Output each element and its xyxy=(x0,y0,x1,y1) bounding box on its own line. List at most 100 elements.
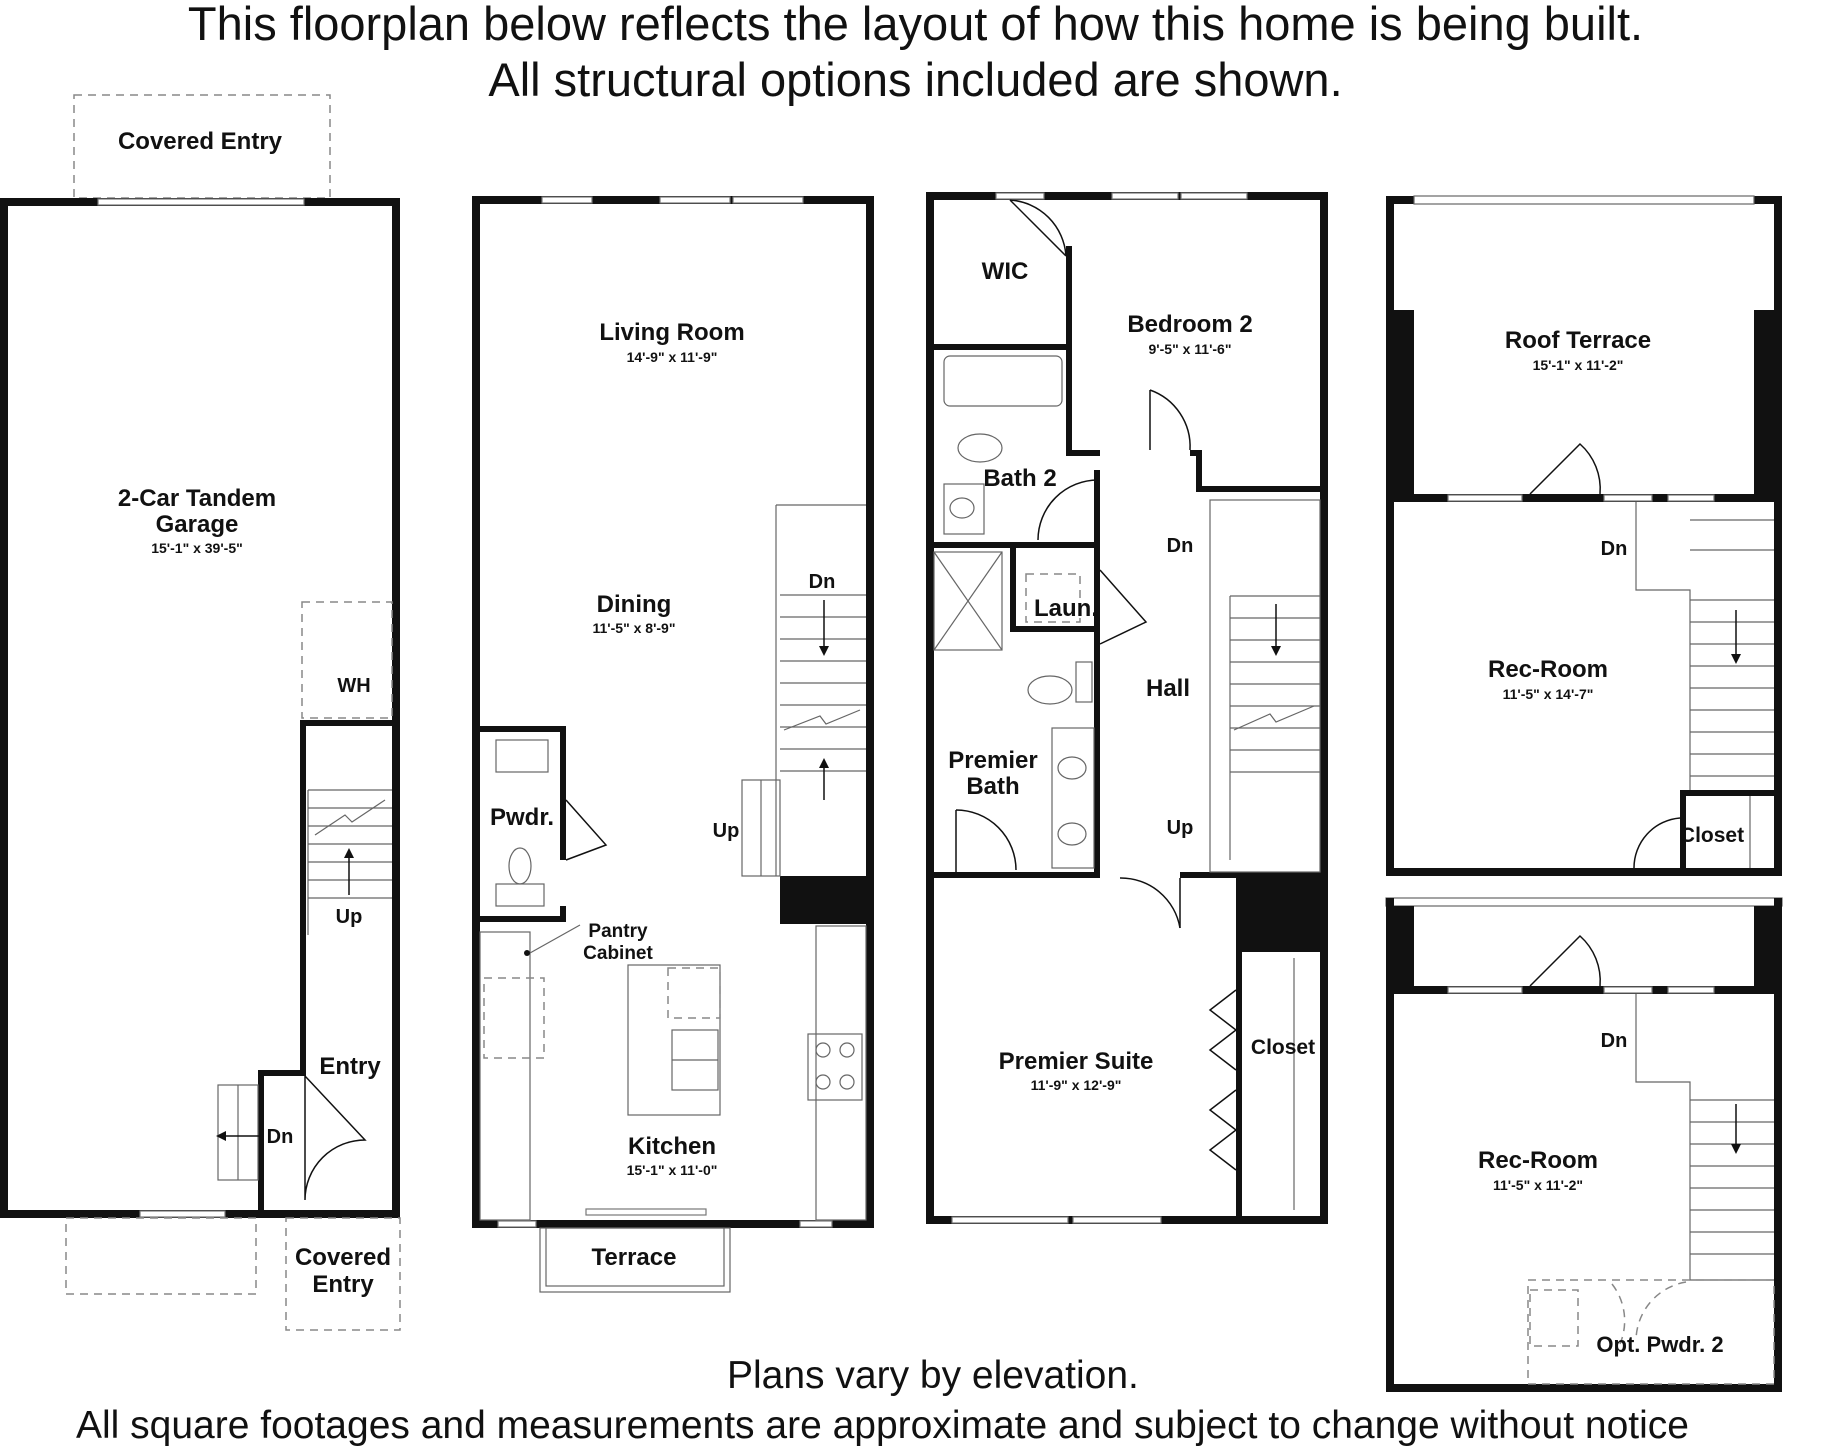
footer-line-2: All square footages and measurements are… xyxy=(76,1404,1689,1447)
label-garage-dim: 15'-1" x 39'-5" xyxy=(151,540,243,556)
premier-vanity xyxy=(1051,727,1095,869)
label-dining-dim: 11'-5" x 8'-9" xyxy=(593,620,676,636)
rec-room-a-window-2 xyxy=(1603,494,1653,502)
label-premier-suite-dim: 11'-9" x 12'-9" xyxy=(1031,1077,1122,1093)
rec-room-b-window-2 xyxy=(1603,986,1653,994)
rec-room-b-window-1 xyxy=(1447,986,1523,994)
footer-line-1: Plans vary by elevation. xyxy=(727,1354,1139,1397)
kitchen-counter-right xyxy=(815,925,867,1221)
floor-2-stair xyxy=(741,504,866,877)
label-dining: Dining xyxy=(597,591,672,618)
garage-apron-outline xyxy=(65,1217,257,1295)
laundry-outline xyxy=(1025,573,1081,623)
label-bedroom2-dim: 9'-5" x 11'-6" xyxy=(1149,341,1232,357)
label-hall: Hall xyxy=(1146,675,1190,702)
label-roof-terrace: Roof Terrace xyxy=(1505,327,1651,354)
rec-room-b-window-3 xyxy=(1667,986,1715,994)
floor-2-chase xyxy=(780,876,866,924)
label-terrace: Terrace xyxy=(592,1244,677,1271)
label-kitchen: Kitchen xyxy=(628,1133,716,1160)
kitchen-counter-left xyxy=(479,931,531,1221)
label-dn-floor2: Dn xyxy=(809,571,836,593)
roof-terrace-rail xyxy=(1413,195,1755,205)
premier-toilet xyxy=(1027,675,1073,705)
label-closet-floor3: Closet xyxy=(1251,1036,1315,1059)
rec-room-a-window-3 xyxy=(1667,494,1715,502)
label-dn-floor4a: Dn xyxy=(1601,538,1628,560)
island-dishwasher-outline xyxy=(667,967,721,1019)
label-living-room: Living Room xyxy=(599,319,744,346)
covered-entry-bottom-outline xyxy=(285,1217,401,1331)
suite-window-1 xyxy=(951,1216,1069,1224)
floor-3-plan xyxy=(926,192,1328,1224)
garage-window-top xyxy=(97,198,305,206)
label-rec-room-a-dim: 11'-5" x 14'-7" xyxy=(1503,686,1594,702)
label-rec-room-a: Rec-Room xyxy=(1488,656,1608,683)
bath2-toilet xyxy=(957,433,1003,463)
floor-1-labels: Covered Entry 2-Car Tandem Garage 15'-1"… xyxy=(118,128,391,1298)
powder-sink xyxy=(495,739,549,773)
suite-window-2 xyxy=(1072,1216,1162,1224)
floor-2-labels: Living Room 14'-9" x 11'-9" Dining 11'-5… xyxy=(490,319,835,1271)
living-window-1 xyxy=(541,196,593,204)
label-garage-line2: Garage xyxy=(156,511,239,538)
label-entry: Entry xyxy=(319,1053,381,1080)
floor-1-plan xyxy=(0,94,401,1331)
kitchen-range xyxy=(807,1033,863,1101)
floor-4a-plan xyxy=(1386,195,1782,876)
label-bath2: Bath 2 xyxy=(983,465,1056,492)
rec-room-b-rail xyxy=(1385,897,1783,907)
living-window-2 xyxy=(659,196,731,204)
floor-2-plan xyxy=(472,196,874,1293)
label-bedroom2: Bedroom 2 xyxy=(1127,311,1252,338)
opt-powder-outline xyxy=(1527,1279,1775,1385)
label-premier-bath-line2: Bath xyxy=(966,773,1019,800)
kitchen-fridge-outline xyxy=(483,977,545,1059)
label-kitchen-dim: 15'-1" x 11'-0" xyxy=(627,1162,718,1178)
bedroom2-window-1 xyxy=(1111,192,1179,200)
kitchen-window-2 xyxy=(799,1220,833,1228)
bath2-tub xyxy=(943,355,1063,407)
label-covered-entry-top: Covered Entry xyxy=(118,128,283,155)
label-up-floor3: Up xyxy=(1167,817,1194,839)
label-rec-room-b: Rec-Room xyxy=(1478,1147,1598,1174)
garage-window-bottom xyxy=(139,1210,226,1218)
label-dn-floor3: Dn xyxy=(1167,535,1194,557)
floor-3-labels: WIC Bedroom 2 9'-5" x 11'-6" Bath 2 Dn L… xyxy=(948,258,1315,1093)
label-premier-suite: Premier Suite xyxy=(999,1048,1154,1075)
floor-3-chase xyxy=(1236,878,1320,952)
bedroom2-window-2 xyxy=(1180,192,1248,200)
floor-3-stair xyxy=(1209,499,1321,873)
label-covered-entry-line1: Covered xyxy=(295,1244,391,1271)
garage-stair xyxy=(307,789,392,935)
label-garage-line1: 2-Car Tandem xyxy=(118,485,276,512)
label-rec-room-b-dim: 11'-5" x 11'-2" xyxy=(1493,1177,1583,1193)
label-opt-pwdr: Opt. Pwdr. 2 xyxy=(1596,1332,1723,1357)
floor-4b-stair xyxy=(1635,994,1774,1281)
kitchen-island xyxy=(627,964,721,1116)
kitchen-window-1 xyxy=(497,1220,537,1228)
header-line-1: This floorplan below reflects the layout… xyxy=(187,0,1644,50)
header-line-2: All structural options included are show… xyxy=(488,53,1343,106)
label-roof-terrace-dim: 15'-1" x 11'-2" xyxy=(1533,357,1624,373)
water-heater-outline xyxy=(301,601,393,719)
terrace-door xyxy=(585,1208,707,1216)
rec-room-a-window-1 xyxy=(1447,494,1523,502)
bath2-sink xyxy=(943,483,985,535)
living-window-3 xyxy=(732,196,804,204)
wic-window xyxy=(995,192,1045,200)
label-pantry-line1: Pantry xyxy=(588,921,648,942)
label-wic: WIC xyxy=(982,258,1029,285)
label-dn-floor4b: Dn xyxy=(1601,1030,1628,1052)
label-covered-entry-line2: Entry xyxy=(312,1271,374,1298)
floor-4a-labels: Roof Terrace 15'-1" x 11'-2" Dn Rec-Room… xyxy=(1488,327,1744,847)
floor-4b-labels: Dn Rec-Room 11'-5" x 11'-2" Opt. Pwdr. 2 xyxy=(1478,1030,1724,1357)
floor-4b-plan xyxy=(1385,897,1783,1392)
label-wh: WH xyxy=(337,675,370,697)
label-closet-floor4a: Closet xyxy=(1680,824,1744,847)
label-up-floor1: Up xyxy=(336,906,363,928)
label-pwdr: Pwdr. xyxy=(490,804,554,831)
label-dn-floor1: Dn xyxy=(267,1126,294,1148)
label-pantry-line2: Cabinet xyxy=(583,943,653,964)
